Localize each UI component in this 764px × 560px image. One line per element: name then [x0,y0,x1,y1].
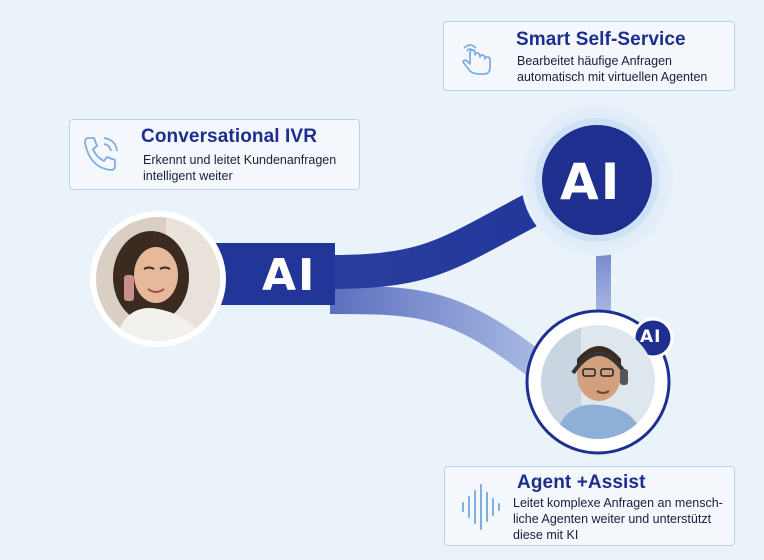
customer-photo [96,217,220,341]
agent-photo [541,325,655,439]
hand-tap-icon [462,44,491,75]
customer-avatar [96,217,220,341]
flow-branch-hub [329,179,568,289]
card-description: Erkennt und leitet Kundenanfragen intell… [143,153,337,183]
flow-ai-label: AI [262,250,317,301]
card-title: Conversational IVR [141,126,318,147]
hub-ai-label: AI [560,153,622,211]
sound-wave-icon [462,484,500,530]
flow-branch-agent [329,286,554,383]
ai-hub-circle [542,125,652,235]
agent-avatar [541,325,655,439]
card-title: Smart Self-Service [516,29,686,50]
phone-call-icon [84,137,118,171]
card-smart-self-service: Smart Self-Service Bearbeitet häufige An… [443,21,735,91]
card-title: Agent +Assist [517,472,646,493]
card-description: Leitet komplexe Anfragen an mensch- lich… [513,496,723,542]
card-conversational-ivr: Conversational IVR Erkennt und leitet Ku… [69,119,360,190]
card-description: Bearbeitet häufige Anfragen automatisch … [517,54,708,84]
badge-ai-label: AI [640,327,662,347]
flow-trunk [215,243,335,305]
card-agent-assist: Agent +Assist Leitet komplexe Anfragen a… [444,466,735,546]
